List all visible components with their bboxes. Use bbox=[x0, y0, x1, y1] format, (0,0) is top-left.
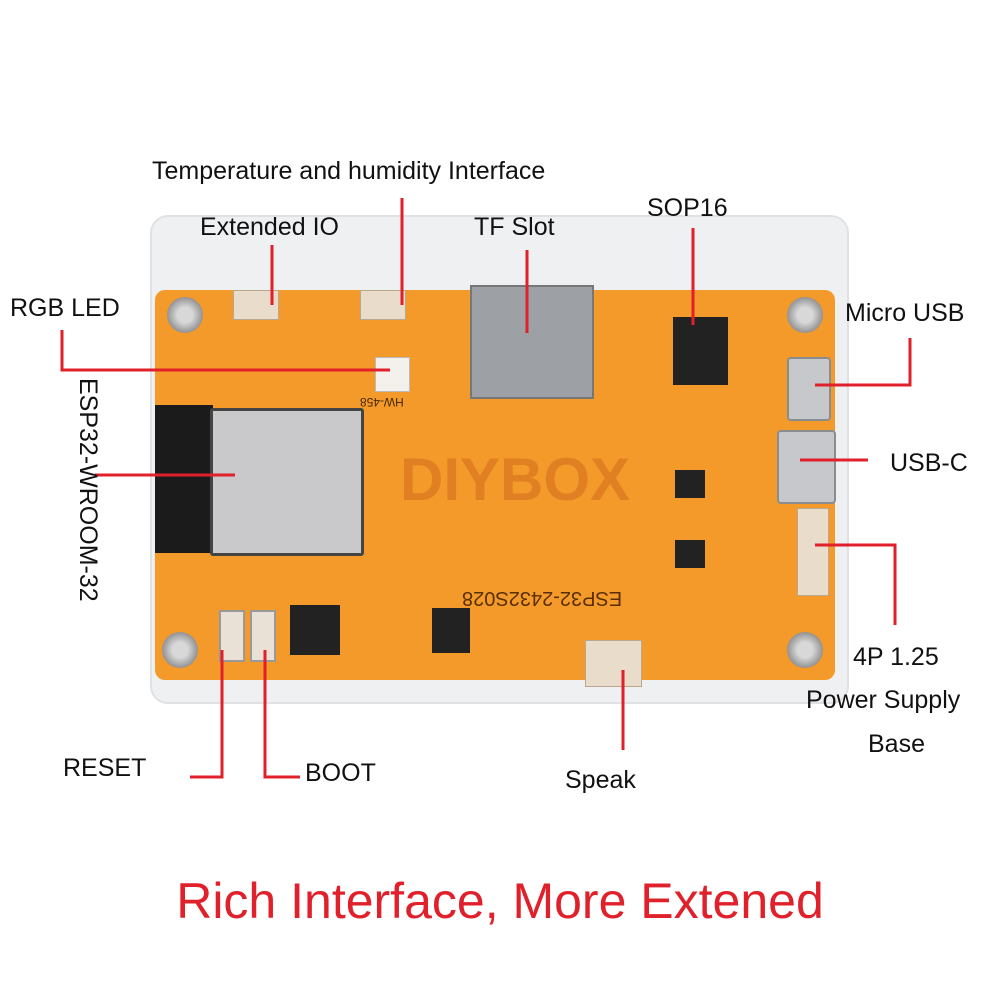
screw-icon bbox=[167, 297, 203, 333]
leader-micro-usb bbox=[815, 338, 912, 387]
label-speak: Speak bbox=[565, 766, 636, 794]
leader-reset bbox=[190, 650, 224, 779]
label-usb-c: USB-C bbox=[890, 449, 968, 477]
label-power-2: Power Supply bbox=[806, 686, 961, 714]
label-power-3: Base bbox=[868, 730, 925, 758]
page-title: Rich Interface, More Extened bbox=[176, 873, 824, 929]
label-reset: RESET bbox=[63, 754, 147, 782]
leader-rgb-led bbox=[60, 330, 390, 372]
label-extended-io: Extended IO bbox=[200, 213, 339, 241]
regulator bbox=[675, 470, 705, 498]
label-sop16: SOP16 bbox=[647, 194, 728, 222]
leader-power bbox=[815, 543, 897, 625]
label-esp32: ESP32-WROOM-32 bbox=[74, 378, 102, 602]
micro-usb-port bbox=[787, 357, 831, 421]
usb-c-port bbox=[777, 430, 836, 504]
speaker-connector bbox=[585, 640, 642, 687]
lcd-back bbox=[155, 405, 213, 553]
temperature-connector bbox=[360, 290, 406, 320]
label-boot: BOOT bbox=[305, 759, 376, 787]
chip bbox=[290, 605, 340, 655]
label-tf-slot: TF Slot bbox=[474, 213, 555, 241]
label-rgb-led: RGB LED bbox=[10, 294, 120, 322]
label-micro-usb: Micro USB bbox=[845, 299, 965, 327]
leader-boot bbox=[263, 650, 300, 779]
rgb-led bbox=[375, 357, 410, 392]
boot-button bbox=[250, 610, 276, 662]
sop16-chip bbox=[673, 317, 728, 385]
esp32-module bbox=[210, 408, 364, 556]
screw-icon bbox=[787, 632, 823, 668]
screw-icon bbox=[787, 297, 823, 333]
regulator bbox=[675, 540, 705, 568]
power-connector bbox=[797, 508, 829, 596]
label-temperature-interface: Temperature and humidity Interface bbox=[152, 157, 546, 185]
label-power-1: 4P 1.25 bbox=[853, 643, 939, 671]
tf-slot bbox=[470, 285, 594, 399]
watermark: DIYBOX bbox=[400, 446, 631, 513]
chip bbox=[432, 608, 470, 653]
screw-icon bbox=[162, 632, 198, 668]
